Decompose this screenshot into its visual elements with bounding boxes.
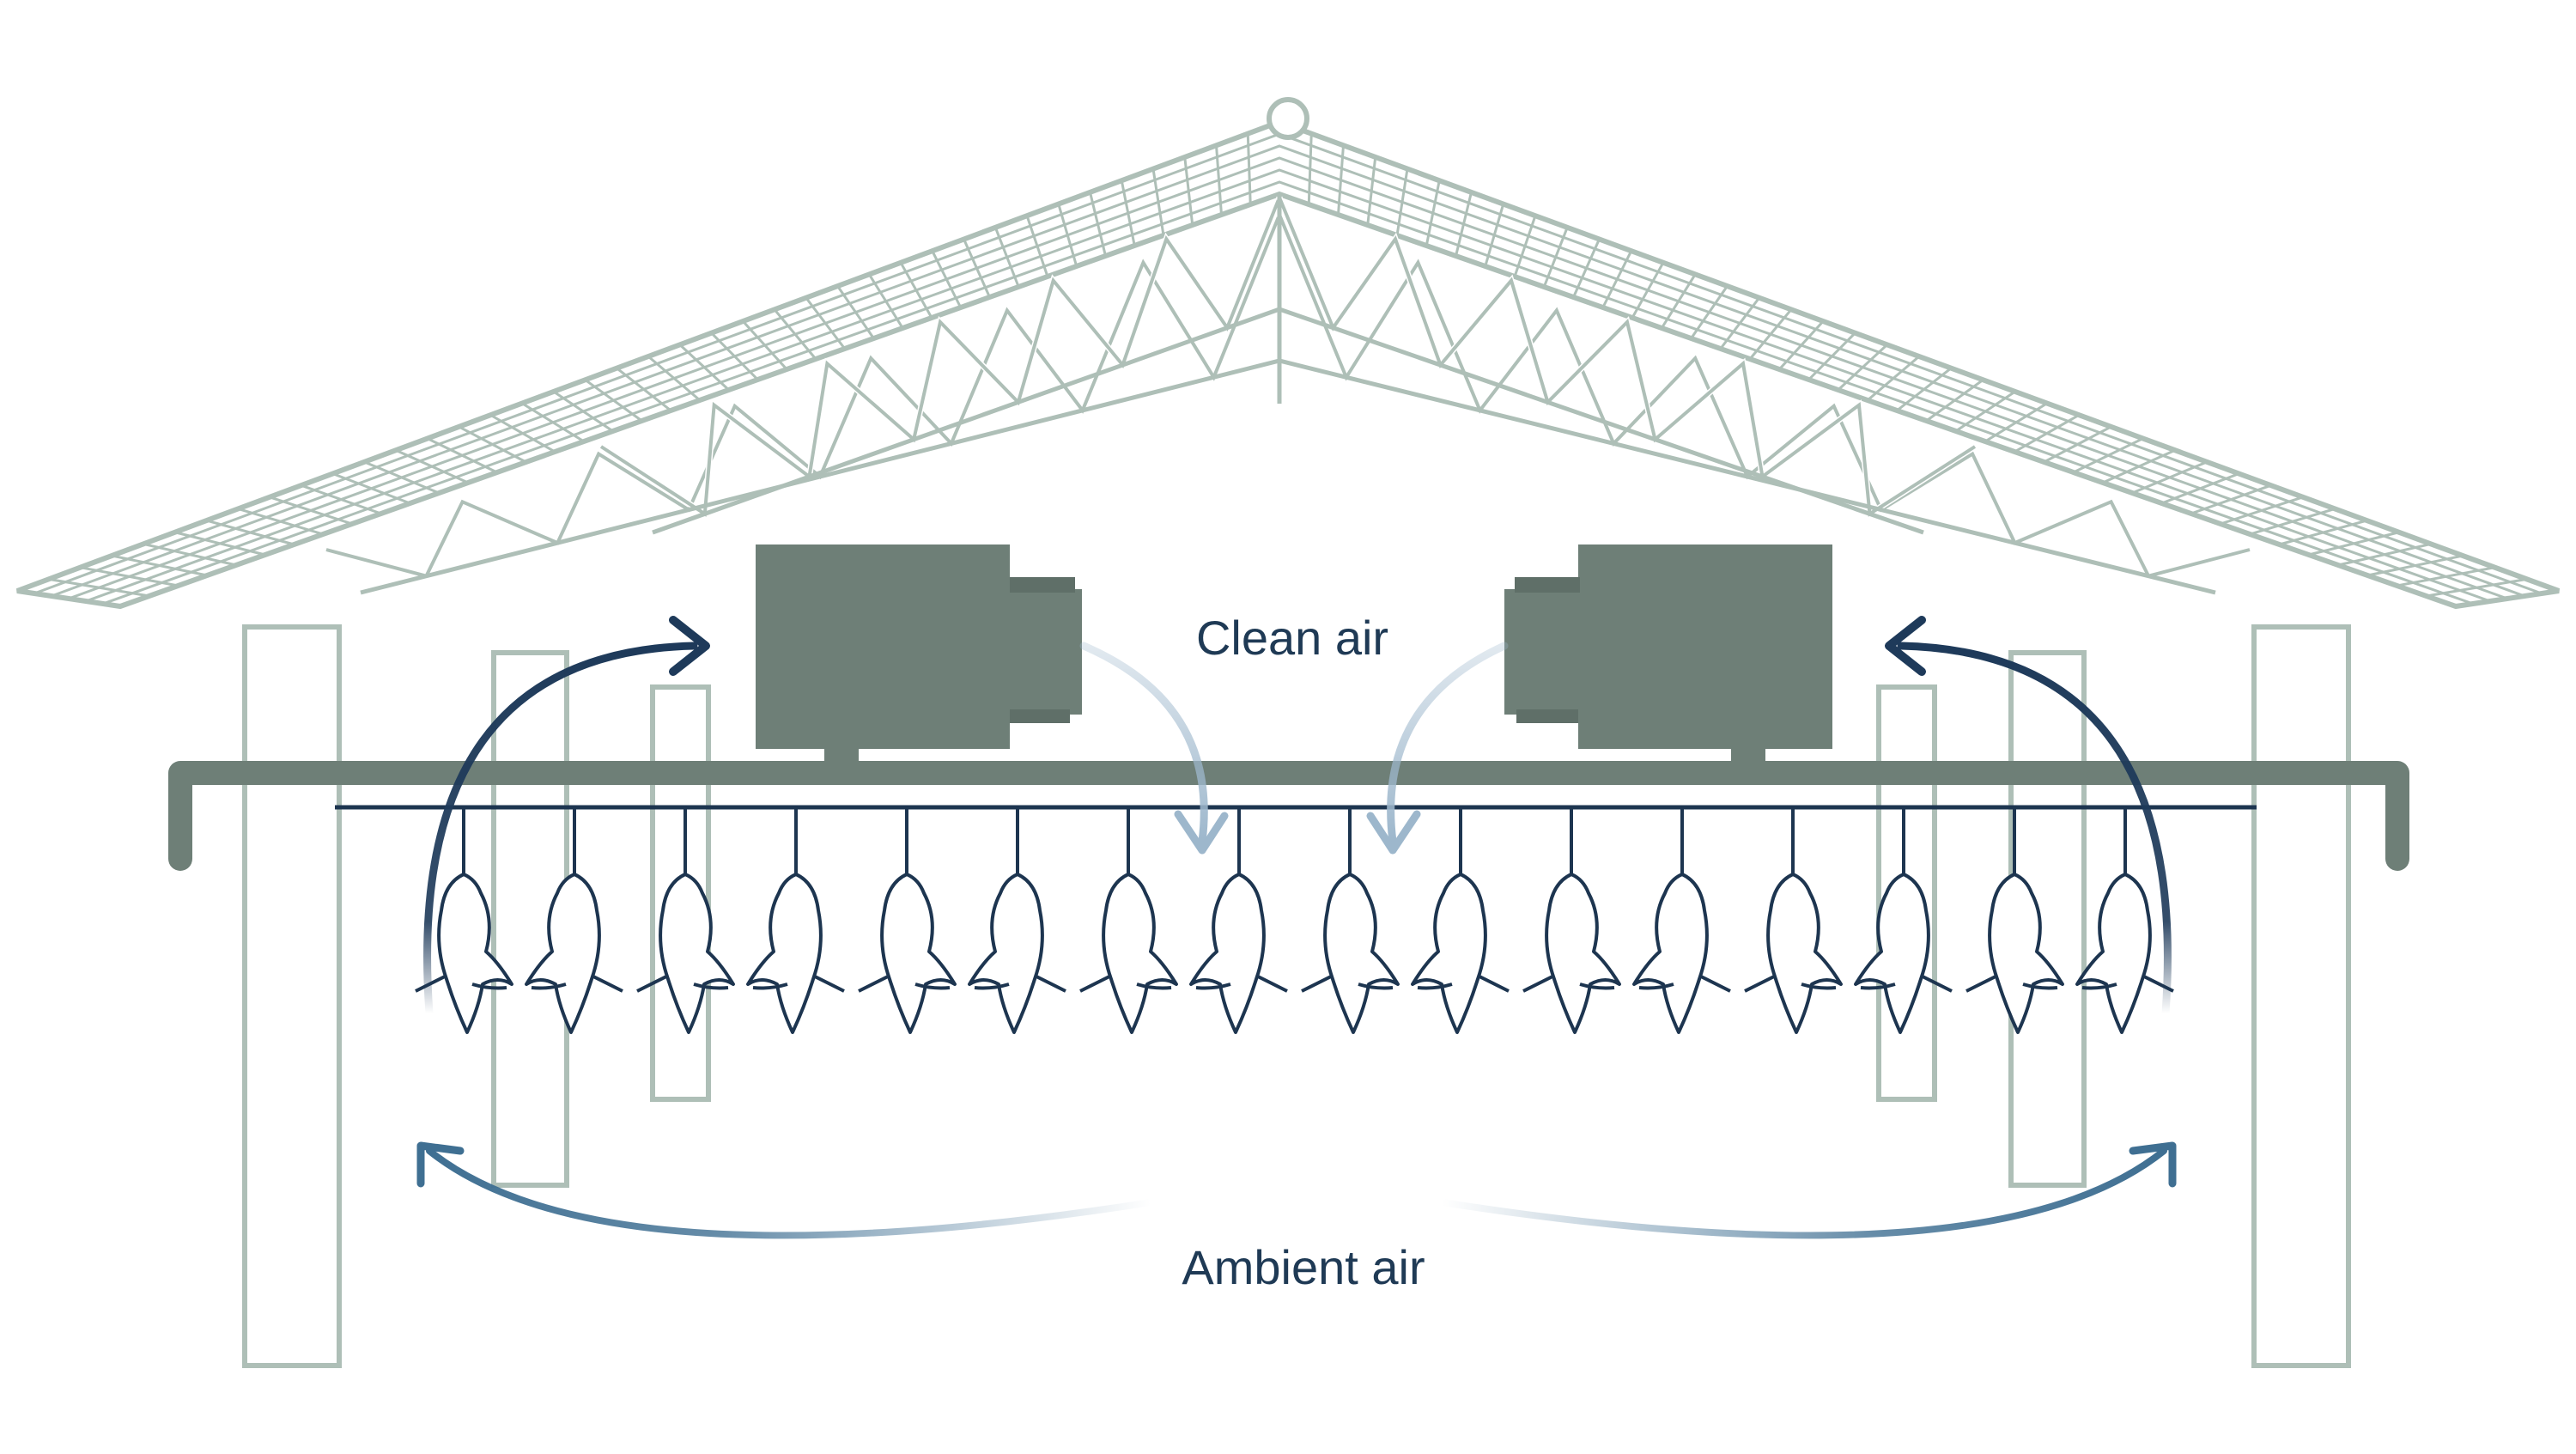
carcass-body <box>1189 873 1266 1034</box>
carcass-wing <box>1195 974 1288 993</box>
roof-structure <box>15 97 2561 610</box>
carcass-icon <box>746 807 845 1034</box>
carcass-icon <box>525 807 623 1034</box>
column <box>242 624 342 1368</box>
carcass-body <box>968 873 1044 1034</box>
cooling-unit-left-icon <box>756 544 1082 780</box>
carcass-body <box>880 873 957 1034</box>
roof-purlin <box>51 144 2525 598</box>
carcass-wing <box>1744 974 1837 993</box>
cooling-unit-right-icon <box>1504 544 1832 780</box>
ambient-air-arrowhead-right <box>2129 1141 2177 1188</box>
carcass-icon <box>636 807 735 1034</box>
carcass-body <box>2075 873 2152 1034</box>
carcass-icon <box>1854 807 1953 1034</box>
roof-purlin <box>102 180 2474 605</box>
carcass-wing <box>1965 974 2058 993</box>
ambient-air-arrow-right <box>1439 1147 2167 1239</box>
rail-bar <box>168 761 2409 871</box>
roof-vent <box>1267 97 1309 140</box>
hanging-carcass-row <box>415 807 2174 1034</box>
carcass-icon <box>2075 807 2174 1034</box>
carcass-body <box>1102 873 1178 1034</box>
carcass-icon <box>858 807 957 1034</box>
carcass-body <box>1632 873 1709 1034</box>
ambient-air-label: Ambient air <box>1182 1240 1425 1294</box>
carcass-wing <box>1417 974 1510 993</box>
truss-web-bg <box>599 196 1283 520</box>
carcass-body <box>1545 873 1621 1034</box>
carcass-wing <box>858 974 951 993</box>
carcass-wing <box>2081 974 2174 993</box>
carcass-wing <box>752 974 845 993</box>
carcass-icon <box>968 807 1066 1034</box>
carcass-wing <box>1860 974 1953 993</box>
truss-web <box>599 197 1281 517</box>
column <box>2251 624 2351 1368</box>
exhaust-arrowhead-right <box>1885 616 1926 676</box>
carcass-wing <box>531 974 623 993</box>
carcass-icon <box>1301 807 1400 1034</box>
airflow-arrows <box>416 616 2177 1239</box>
exhaust-arrow-right <box>1897 642 2172 1018</box>
carcass-body <box>1411 873 1487 1034</box>
clean-air-arrow-right <box>1387 642 1509 846</box>
clean-air-arrowhead-left <box>1174 810 1229 855</box>
carcass-wing <box>1522 974 1615 993</box>
carcass-body <box>525 873 601 1034</box>
carcass-wing <box>1301 974 1394 993</box>
clean-air-arrowhead-right <box>1366 810 1421 855</box>
carcass-wing <box>1079 974 1172 993</box>
carcass-icon <box>1079 807 1178 1034</box>
carcass-icon <box>1744 807 1843 1034</box>
carcass-wing <box>636 974 729 993</box>
carcass-body <box>1988 873 2064 1034</box>
ambient-air-arrowhead-left <box>416 1141 465 1188</box>
carcass-icon <box>1965 807 2064 1034</box>
carcass-icon <box>1522 807 1621 1034</box>
carcass-wing <box>1638 974 1731 993</box>
exhaust-arrow-left <box>423 642 698 1018</box>
support-columns <box>242 624 2351 1368</box>
carcass-body <box>746 873 823 1034</box>
overhead-rail <box>168 761 2409 871</box>
truss-web-bg <box>1276 196 1977 520</box>
clean-air-label: Clean air <box>1196 611 1388 665</box>
carcass-wing <box>974 974 1066 993</box>
carcass-icon <box>1189 807 1288 1034</box>
exhaust-arrowhead-left <box>669 616 710 676</box>
roof-purlin <box>68 156 2508 600</box>
carcass-icon <box>1632 807 1731 1034</box>
roof-purlin <box>85 168 2491 603</box>
carcass-icon <box>1411 807 1510 1034</box>
truss-web <box>1278 197 1977 517</box>
carcass-body <box>1766 873 1843 1034</box>
ambient-air-arrow-left <box>426 1147 1154 1239</box>
carcass-body <box>437 873 513 1034</box>
carcass-body <box>1323 873 1400 1034</box>
carcass-body <box>659 873 735 1034</box>
carcass-body <box>1854 873 1930 1034</box>
clean-air-arrow-left <box>1079 642 1208 846</box>
